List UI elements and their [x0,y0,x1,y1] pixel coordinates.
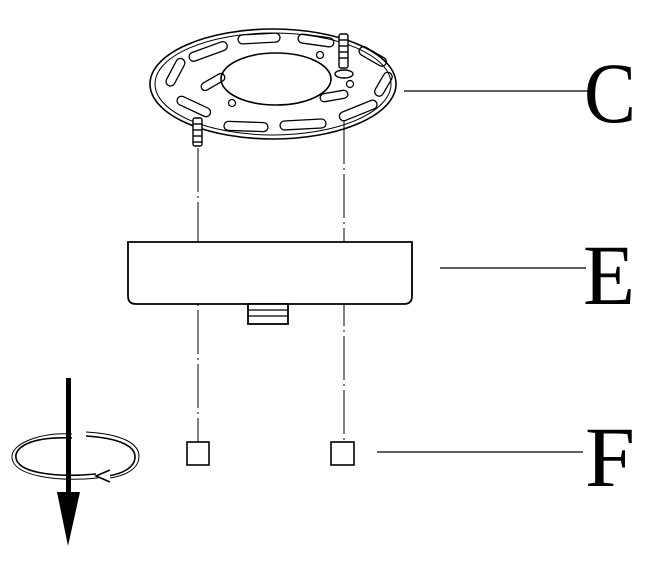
hardware-squares [186,441,355,466]
label-f: F [585,409,635,505]
mounting-bracket [149,28,397,140]
leader-lines [377,90,590,453]
label-e: E [583,227,635,323]
label-c: C [584,45,636,141]
bracket-slots [165,32,393,133]
screw-icon [334,33,354,79]
rotate-icon [11,431,140,483]
down-arrow-icon [57,378,80,546]
canopy [127,241,413,325]
screw-icon [192,117,203,147]
